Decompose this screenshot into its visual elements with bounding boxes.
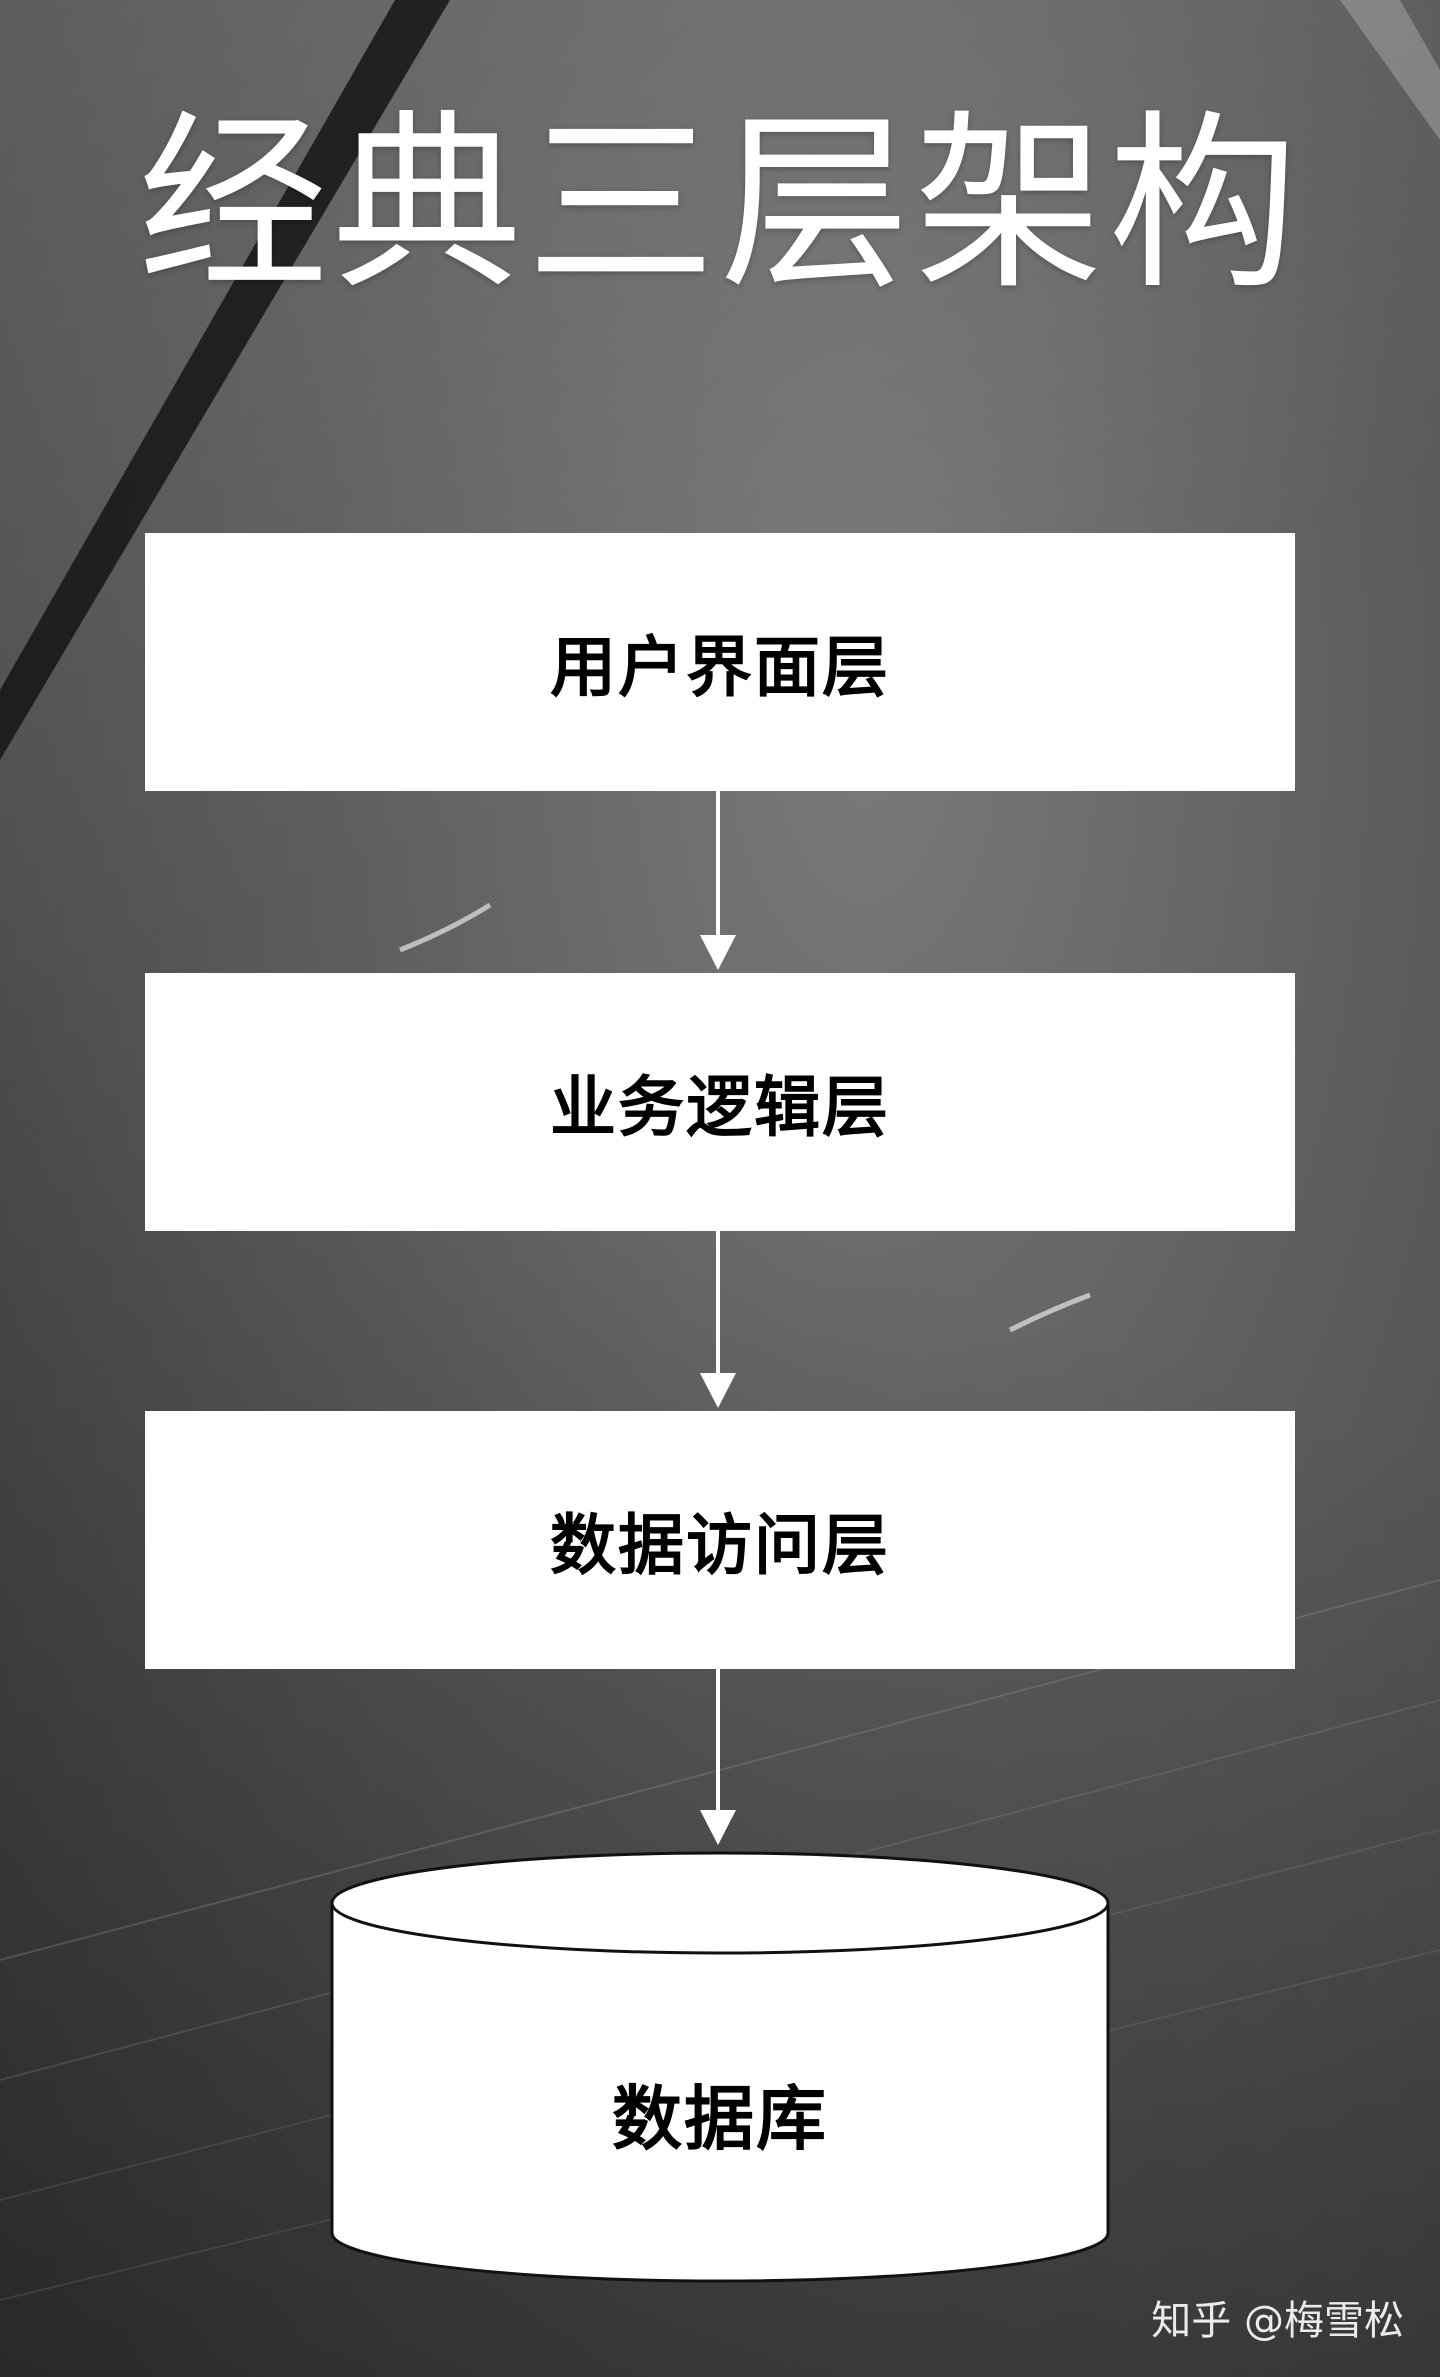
- watermark: 知乎 @梅雪松: [1151, 2298, 1404, 2344]
- layer-box-ui: 用户界面层: [145, 533, 1295, 791]
- database-label: 数据库: [612, 2078, 828, 2160]
- layer-label-business: 业务逻辑层: [550, 1069, 890, 1146]
- layer-label-ui: 用户界面层: [550, 629, 890, 706]
- arrow-ui-to-business: [700, 791, 736, 970]
- arrow-business-to-data-access: [700, 1231, 736, 1408]
- layer-label-data-access: 数据访问层: [550, 1507, 890, 1584]
- layer-box-data-access: 数据访问层: [145, 1411, 1295, 1669]
- layer-box-business: 业务逻辑层: [145, 973, 1295, 1231]
- arrow-data-access-to-database: [700, 1669, 736, 1845]
- database-icon: [330, 1851, 1110, 2283]
- diagram-title: 经典三层架构: [137, 94, 1302, 315]
- database-cylinder: 数据库: [328, 1848, 1112, 2283]
